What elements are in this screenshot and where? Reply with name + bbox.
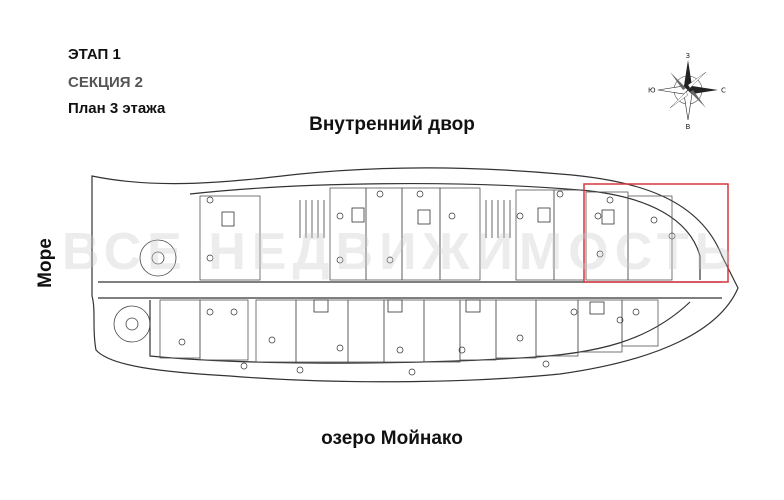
- bathroom-blocks: [221, 207, 615, 315]
- stairs: [113, 200, 511, 343]
- section-title: СЕКЦИЯ 2: [68, 74, 144, 91]
- compass-rose-icon: З С В Ю: [648, 52, 726, 130]
- courtyard-label: Внутренний двор: [309, 114, 475, 135]
- upper-apartments: [199, 187, 673, 281]
- compass-west-label: Ю: [648, 87, 656, 95]
- room-markers: [178, 190, 676, 376]
- lower-apartments: [159, 299, 659, 363]
- compass-east-label: С: [721, 87, 726, 95]
- compass-north-label: З: [686, 52, 691, 60]
- floor-plan-title: План 3 этажа: [68, 100, 166, 117]
- stage-title: ЭТАП 1: [68, 46, 121, 63]
- floor-plan-drawing: [91, 167, 739, 383]
- compass-south-label: В: [686, 123, 691, 130]
- highlighted-unit-frame[interactable]: [583, 183, 729, 283]
- building-outline: [91, 167, 739, 383]
- lake-label: озеро Мойнако: [321, 428, 463, 449]
